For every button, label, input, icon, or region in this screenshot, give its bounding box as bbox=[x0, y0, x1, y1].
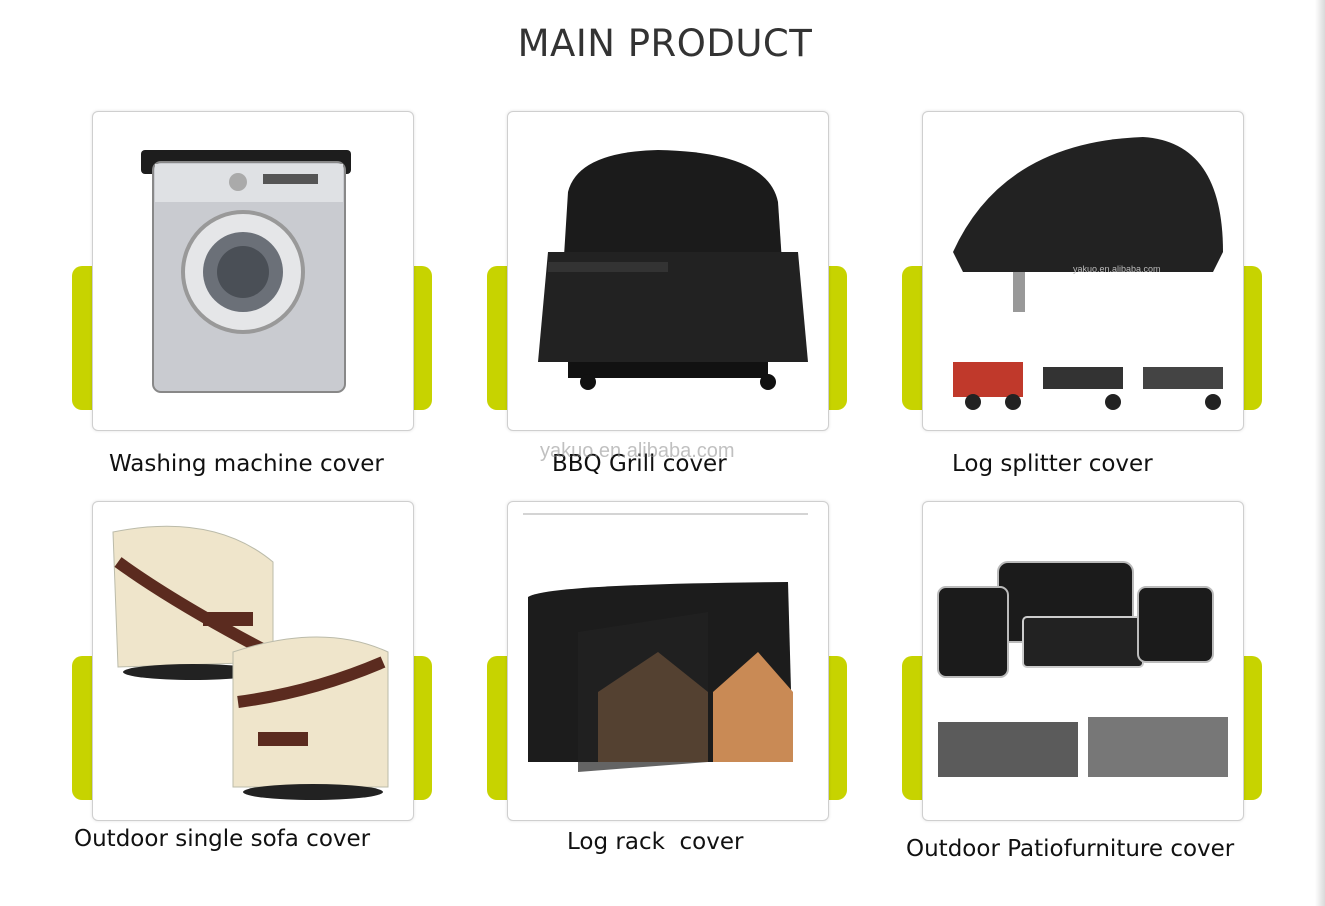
watermark: yakuo.en.alibaba.com bbox=[540, 440, 735, 462]
product-caption: Outdoor Patiofurniture cover bbox=[906, 836, 1235, 862]
product-card-outdoor-sofa[interactable]: Outdoor single sofa cover bbox=[72, 501, 464, 852]
product-caption: Washing machine cover bbox=[109, 451, 384, 477]
product-image-bbq-grill[interactable] bbox=[507, 111, 829, 431]
product-image-outdoor-sofa[interactable] bbox=[92, 501, 414, 821]
product-image-patio-furniture[interactable] bbox=[922, 501, 1244, 821]
page-title: MAIN PRODUCT bbox=[517, 22, 813, 65]
product-image-washing-machine[interactable] bbox=[92, 111, 414, 431]
product-caption: Log rack cover bbox=[567, 829, 744, 855]
product-image-log-rack[interactable] bbox=[507, 501, 829, 821]
product-card-bbq-grill[interactable]: BBQ Grill cover bbox=[487, 111, 879, 477]
product-card-log-rack[interactable]: Log rack cover bbox=[487, 501, 879, 855]
product-caption: BBQ Grill cover bbox=[552, 451, 727, 477]
product-card-washing-machine[interactable]: Washing machine cover bbox=[72, 111, 464, 477]
image-watermark: yakuo.en.alibaba.com bbox=[1073, 264, 1161, 274]
product-card-patio-furniture[interactable]: Outdoor Patiofurniture cover bbox=[902, 501, 1294, 862]
page-edge-shadow bbox=[1315, 0, 1325, 906]
product-card-log-splitter[interactable]: yakuo.en.alibaba.com Log splitter cover bbox=[902, 111, 1294, 477]
product-image-log-splitter[interactable]: yakuo.en.alibaba.com bbox=[922, 111, 1244, 431]
product-caption: Outdoor single sofa cover bbox=[74, 826, 371, 852]
product-caption: Log splitter cover bbox=[952, 451, 1153, 477]
